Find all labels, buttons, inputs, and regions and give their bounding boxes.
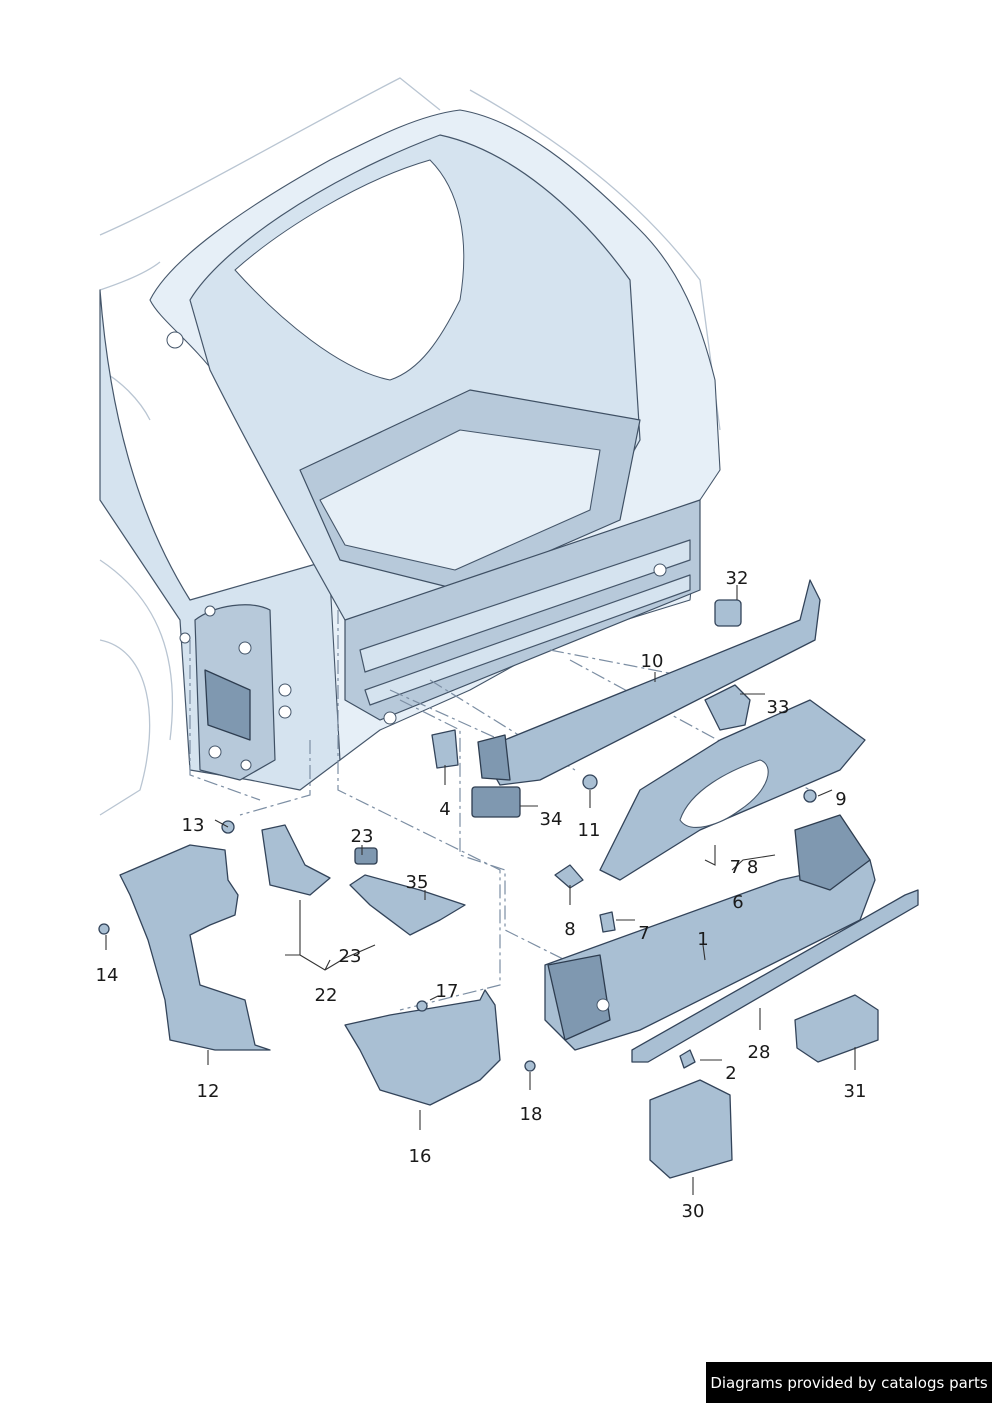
small-fasteners — [98, 729, 817, 1072]
callout-23-upper[interactable]: 23 — [350, 826, 374, 847]
part-12-side-bracket[interactable] — [119, 844, 271, 1051]
callout-31[interactable]: 31 — [843, 1081, 867, 1102]
part-31-block[interactable] — [794, 994, 879, 1063]
leader-lines — [105, 585, 856, 1195]
part-28-strip[interactable] — [631, 889, 919, 1063]
watermark-banner: Diagrams provided by catalogs parts — [706, 1362, 992, 1403]
part-33-bracket[interactable] — [704, 684, 751, 731]
part-6-cover-panel[interactable] — [599, 699, 866, 881]
callout-7-8[interactable]: 7 8 — [729, 857, 759, 878]
callout-4[interactable]: 4 — [439, 799, 451, 820]
callout-9[interactable]: 9 — [835, 789, 847, 810]
callout-18[interactable]: 18 — [519, 1104, 543, 1125]
callout-22[interactable]: 22 — [314, 985, 338, 1006]
callout-34[interactable]: 34 — [539, 809, 563, 830]
callout-10[interactable]: 10 — [640, 651, 664, 672]
callout-23-lower[interactable]: 23 — [338, 946, 362, 967]
callout-35[interactable]: 35 — [405, 872, 429, 893]
callout-1[interactable]: 1 — [697, 929, 709, 950]
callout-6[interactable]: 6 — [732, 892, 744, 913]
callout-2[interactable]: 2 — [725, 1063, 737, 1084]
part-16-lower-bracket[interactable] — [344, 989, 501, 1106]
callout-11[interactable]: 11 — [577, 820, 601, 841]
callout-16[interactable]: 16 — [408, 1146, 432, 1167]
callout-8[interactable]: 8 — [564, 919, 576, 940]
callout-32[interactable]: 32 — [725, 568, 749, 589]
callout-14[interactable]: 14 — [95, 965, 119, 986]
part-10-mounting-rail[interactable] — [477, 579, 821, 786]
callout-7[interactable]: 7 — [638, 923, 650, 944]
callout-17[interactable]: 17 — [435, 981, 459, 1002]
callout-28[interactable]: 28 — [747, 1042, 771, 1063]
part-30-guide[interactable] — [649, 1079, 733, 1179]
callout-33[interactable]: 33 — [766, 697, 790, 718]
rear-body-shell — [99, 109, 721, 791]
callout-30[interactable]: 30 — [681, 1201, 705, 1222]
callout-13[interactable]: 13 — [181, 815, 205, 836]
callout-12[interactable]: 12 — [196, 1081, 220, 1102]
part-22-bracket[interactable] — [261, 824, 466, 936]
part-1-bumper-carrier[interactable] — [544, 814, 876, 1051]
